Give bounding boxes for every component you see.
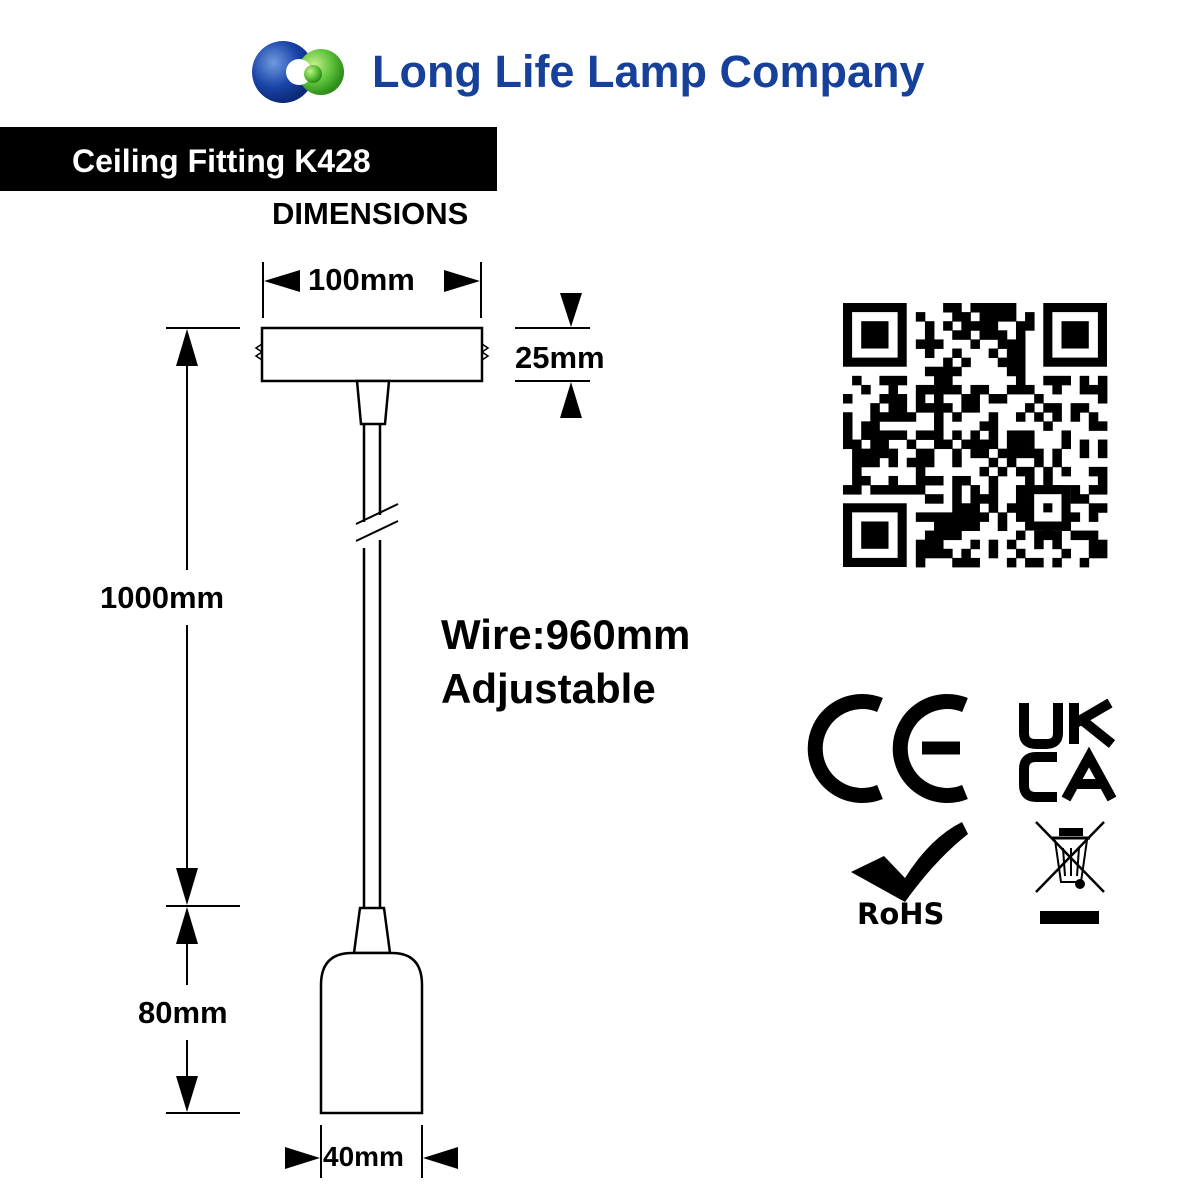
overall-drop-dimension [166,327,240,907]
company-logo [252,41,344,103]
wire-adjustable-label: Adjustable [441,665,656,712]
ce-mark-icon [807,694,968,803]
wire-note: Wire:960mm Adjustable [441,608,690,716]
rohs-label: RoHS [857,897,945,931]
wire-length-label: Wire:960mm [441,611,691,658]
cable [355,424,399,908]
section-label: DIMENSIONS [272,196,469,231]
canopy-height-dimension [515,293,590,418]
ceiling-canopy [254,326,490,426]
overall-drop-label: 1000mm [100,580,225,615]
product-title-bar [0,127,497,191]
company-name: Long Life Lamp Company [372,46,925,97]
holder-width-label: 40mm [323,1141,404,1172]
canopy-height-label: 25mm [515,340,605,375]
ukca-mark-icon [1019,698,1117,802]
canopy-width-label: 100mm [308,262,415,297]
product-title: Ceiling Fitting K428 [72,143,371,179]
holder-width-dimension [285,1125,458,1178]
rohs-check-icon [851,822,968,902]
holder-height-label: 80mm [138,995,228,1030]
canopy-width-dimension [262,262,482,318]
qr-code [843,303,1108,568]
lamp-holder [319,906,424,1115]
weee-bin-icon [1035,821,1105,924]
holder-height-dimension [166,907,240,1114]
